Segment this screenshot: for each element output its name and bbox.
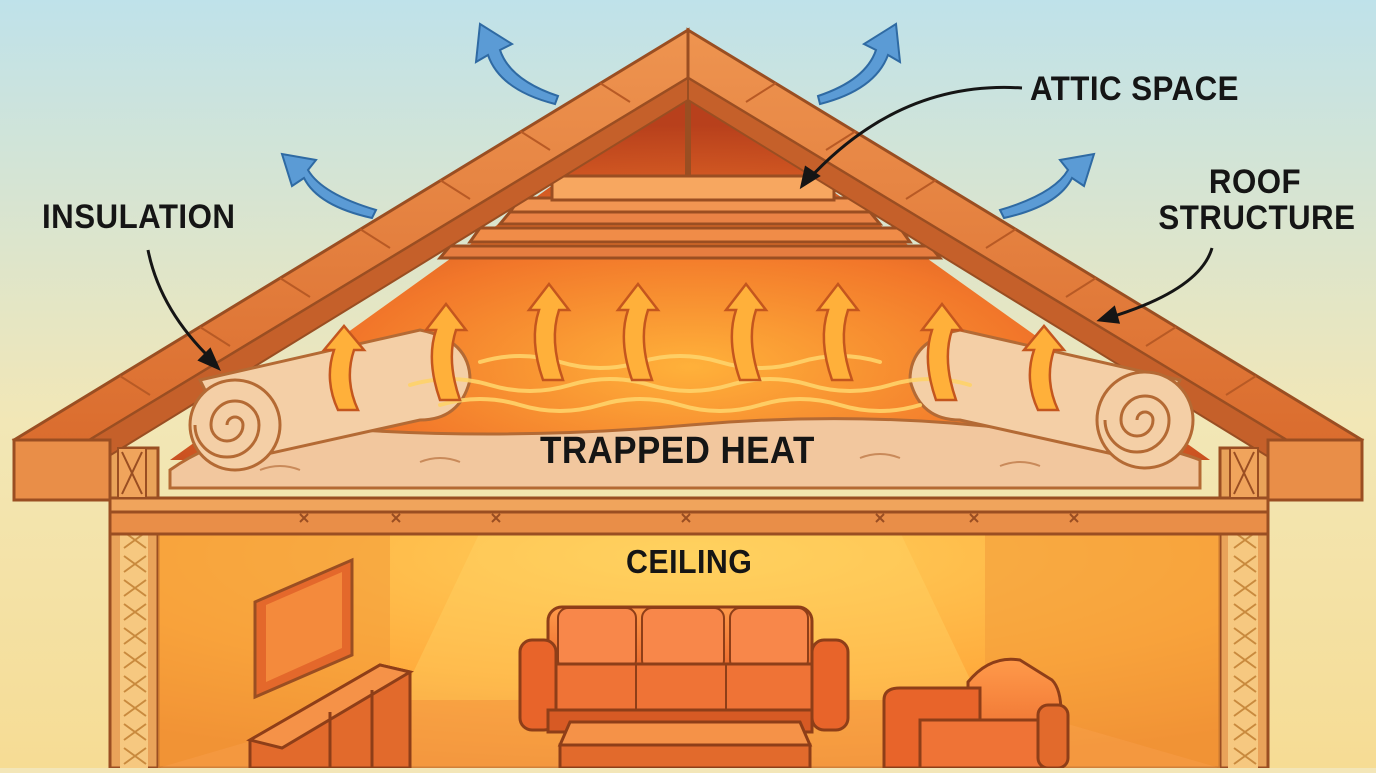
heat-arrow — [919, 301, 965, 402]
airflow-arrow — [816, 22, 902, 106]
roof-structure-label-line2: STRUCTURE — [1158, 198, 1356, 237]
heat-arrow — [321, 324, 367, 412]
heat-arrow — [526, 281, 572, 382]
tv-cabinet — [246, 663, 414, 770]
airflow-arrows — [280, 22, 1096, 220]
insulation-pointer — [146, 249, 214, 362]
insulation-roll-right — [1095, 370, 1195, 470]
roof-structure-label-line1: ROOF — [1208, 163, 1302, 201]
insulation-roll-left — [188, 378, 282, 472]
insulation-label: INSULATION — [42, 198, 236, 236]
airflow-arrow — [280, 152, 378, 220]
airflow-arrow — [998, 152, 1096, 220]
annotation-pointers — [146, 85, 1214, 371]
heat-arrow — [615, 281, 661, 382]
heat-arrow — [723, 281, 769, 382]
living-room — [156, 530, 1222, 770]
coffee-table — [557, 720, 813, 770]
sofa — [518, 605, 850, 734]
ceiling-label: CEILING — [626, 543, 753, 580]
heat-arrows — [321, 281, 1067, 412]
heat-arrow — [1021, 324, 1067, 412]
attic-space-pointer — [806, 85, 1023, 182]
attic-space-label: ATTIC SPACE — [1030, 70, 1239, 108]
roof-structure-pointer — [1107, 247, 1214, 320]
heat-arrow — [423, 301, 469, 402]
ceiling-joists — [108, 496, 1270, 536]
armchair — [882, 657, 1070, 770]
heat-arrow — [815, 281, 861, 382]
roof-structure-label: ROOF STRUCTURE — [1158, 163, 1356, 237]
airflow-arrow — [474, 22, 560, 106]
trapped-heat-label: TRAPPED HEAT — [540, 430, 815, 472]
